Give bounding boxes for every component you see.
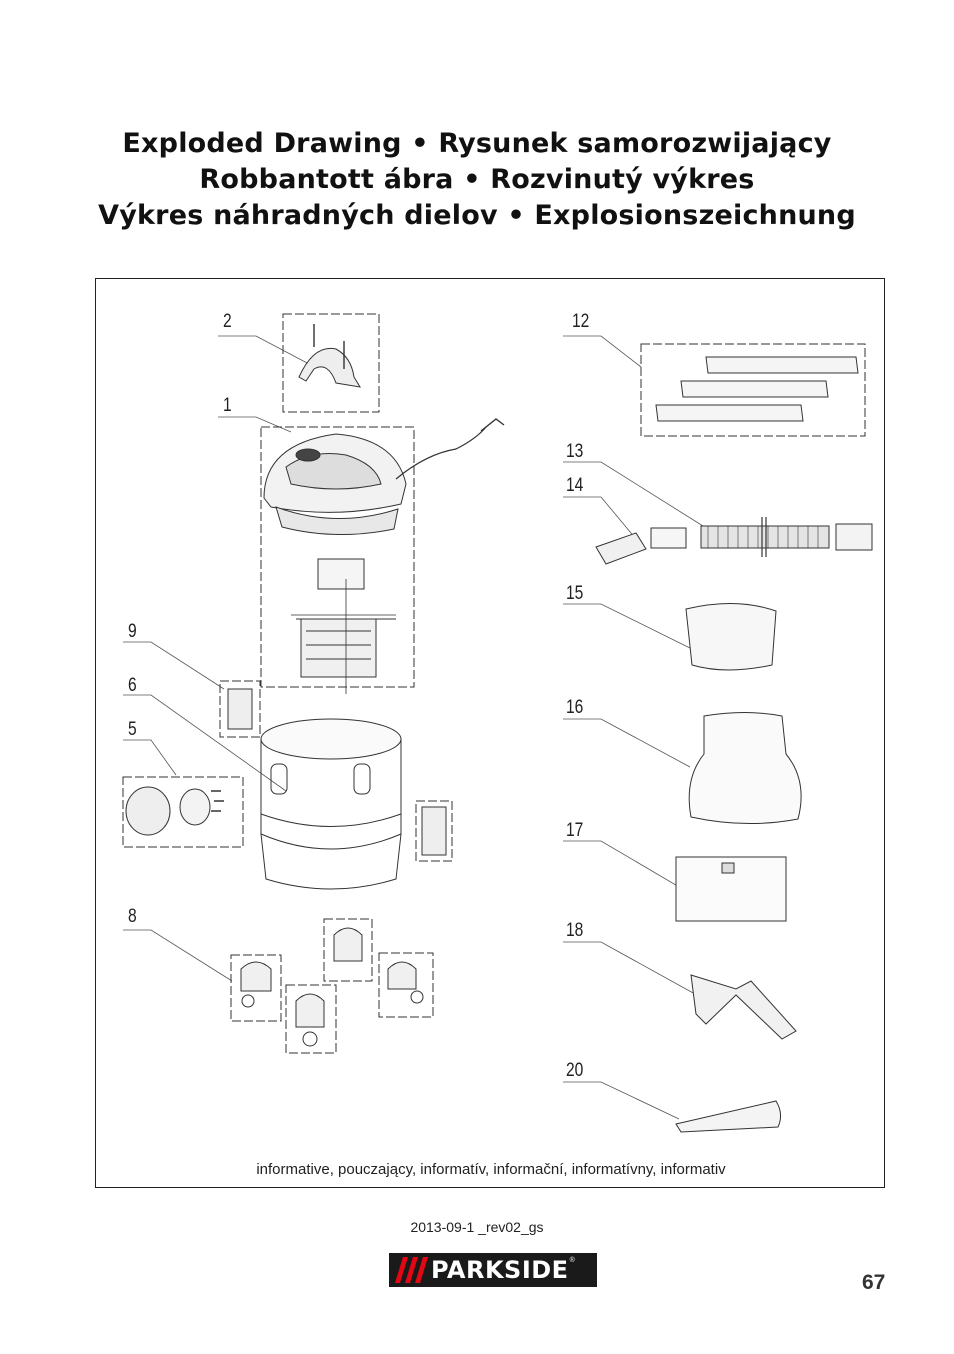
part-number-17: 17 <box>566 820 584 841</box>
part-number-8: 8 <box>128 906 137 927</box>
diagram-caption: informative, pouczający, informatív, inf… <box>256 1161 726 1178</box>
page-number: 67 <box>862 1271 886 1294</box>
title-line-1: Exploded Drawing • Rysunek samorozwijają… <box>122 128 832 159</box>
exploded-drawing-frame: 2 1 9 6 5 8 12 13 14 15 16 17 18 20 info… <box>95 278 885 1188</box>
page-title: Exploded Drawing • Rysunek samorozwijają… <box>0 126 954 234</box>
logo-text: PARKSIDE <box>431 1256 569 1284</box>
revision-code: 2013-09-1 _rev02_gs <box>410 1219 544 1235</box>
part-number-9: 9 <box>128 621 137 642</box>
part-number-13: 13 <box>566 441 584 462</box>
handle-part <box>282 313 380 413</box>
part-number-18: 18 <box>566 920 584 941</box>
part-number-20: 20 <box>566 1060 584 1081</box>
part-number-15: 15 <box>566 583 584 604</box>
part-number-6: 6 <box>128 675 137 696</box>
exploded-drawing <box>122 313 873 1133</box>
part-number-5: 5 <box>128 719 137 740</box>
leader-lines <box>123 335 705 1120</box>
title-line-2: Robbantott ábra • Rozvinutý výkres <box>199 164 755 195</box>
part-number-12: 12 <box>572 311 590 332</box>
part-number-14: 14 <box>566 475 584 496</box>
part-number-16: 16 <box>566 697 584 718</box>
part-number-2: 2 <box>223 311 232 332</box>
part-number-1: 1 <box>223 395 232 416</box>
parkside-logo: PARKSIDE ® <box>389 1253 597 1287</box>
title-line-3: Výkres náhradných dielov • Explosionszei… <box>98 200 856 231</box>
logo-stripes-icon <box>395 1257 428 1283</box>
registered-icon: ® <box>569 1257 575 1264</box>
